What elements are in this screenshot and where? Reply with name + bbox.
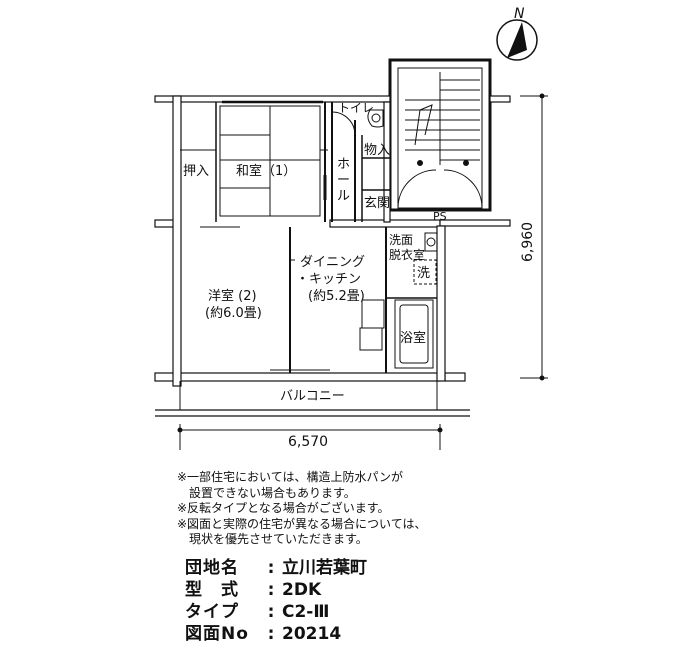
info-row: 型 式 : 2DK (185, 579, 367, 601)
label-yokushitsu: 浴室 (400, 330, 426, 346)
info-label: タイプ (185, 602, 239, 622)
label-yoshitsu-2: (約6.0畳) (205, 306, 262, 321)
label-dk-3: (約5.2畳) (308, 289, 365, 304)
interior-walls (215, 101, 437, 373)
notes: ※一部住宅においては、構造上防水パンが 設置できない場合もあります。 ※反転タイ… (177, 470, 426, 548)
dimension-depth: 6,960 (520, 222, 536, 262)
label-monoire: 物入 (364, 143, 390, 158)
info-row: 団地名 : 立川若葉町 (185, 557, 367, 579)
info-value: 20214 (282, 624, 342, 644)
label-hall-char: ー (337, 173, 350, 188)
info-label: 型 式 (185, 580, 239, 600)
stairwell (388, 58, 492, 212)
note-line: ※図面と実際の住宅が異なる場合については、 (177, 516, 427, 531)
bath-fixtures (359, 232, 438, 369)
note-line: 設置できない場合もあります。 (189, 485, 356, 500)
label-senmen-2: 脱衣室 (389, 247, 425, 262)
north-label: N (514, 6, 525, 22)
note-line: ※反転タイプとなる場合がございます。 (177, 501, 390, 515)
label-hall: ホール (337, 157, 350, 204)
label-oshiire: 押入 (183, 164, 209, 179)
label-hall-char: ホ (337, 157, 350, 172)
balcony-area (155, 381, 470, 417)
label-washitsu: 和室（1） (236, 163, 296, 179)
label-sen: 洗 (417, 266, 430, 281)
dimension-width: 6,570 (288, 434, 328, 450)
info-separator: : (267, 580, 275, 600)
door-marks (180, 149, 330, 371)
toilet-fixture (331, 109, 384, 136)
info-separator: : (267, 558, 275, 578)
info-row: タイプ : C2-Ⅲ (185, 601, 367, 623)
label-senmen-1: 洗面 (389, 233, 413, 247)
label-yoshitsu-1: 洋室 (2) (208, 288, 257, 304)
info-label: 団地名 (185, 558, 239, 578)
label-balcony: バルコニー (280, 389, 345, 404)
label-toilet: トイレ (338, 101, 374, 115)
info-value: C2-Ⅲ (282, 602, 330, 622)
dimension-lines (177, 93, 548, 450)
exterior-walls (154, 95, 511, 387)
tatami-mats (219, 100, 328, 217)
label-dk-2: ・キッチン (296, 272, 361, 287)
label-genkan: 玄関 (364, 196, 390, 211)
info-row: 図面No : 20214 (185, 623, 367, 645)
note-line: 現状を優先させていただきます。 (189, 532, 368, 546)
label-ps: PS (433, 210, 447, 223)
info-label: 図面No (185, 624, 249, 644)
info-separator: : (267, 602, 275, 622)
north-compass-icon: N (496, 6, 538, 61)
info-value: 立川若葉町 (282, 558, 367, 578)
info-value: 2DK (282, 580, 322, 600)
floor-plan: N (154, 6, 548, 450)
label-dk-1: ダイニング (300, 255, 365, 270)
note-line: ※一部住宅においては、構造上防水パンが (177, 470, 404, 484)
property-info: 団地名 : 立川若葉町 型 式 : 2DK タイプ : C2-Ⅲ 図面No : … (185, 557, 367, 645)
label-hall-char: ル (337, 189, 350, 204)
room-labels: 和室（1） 押入 トイレ 物入 玄関 PS ダイニング ・キッチン (約5.2畳… (183, 101, 447, 404)
info-separator: : (267, 624, 275, 644)
